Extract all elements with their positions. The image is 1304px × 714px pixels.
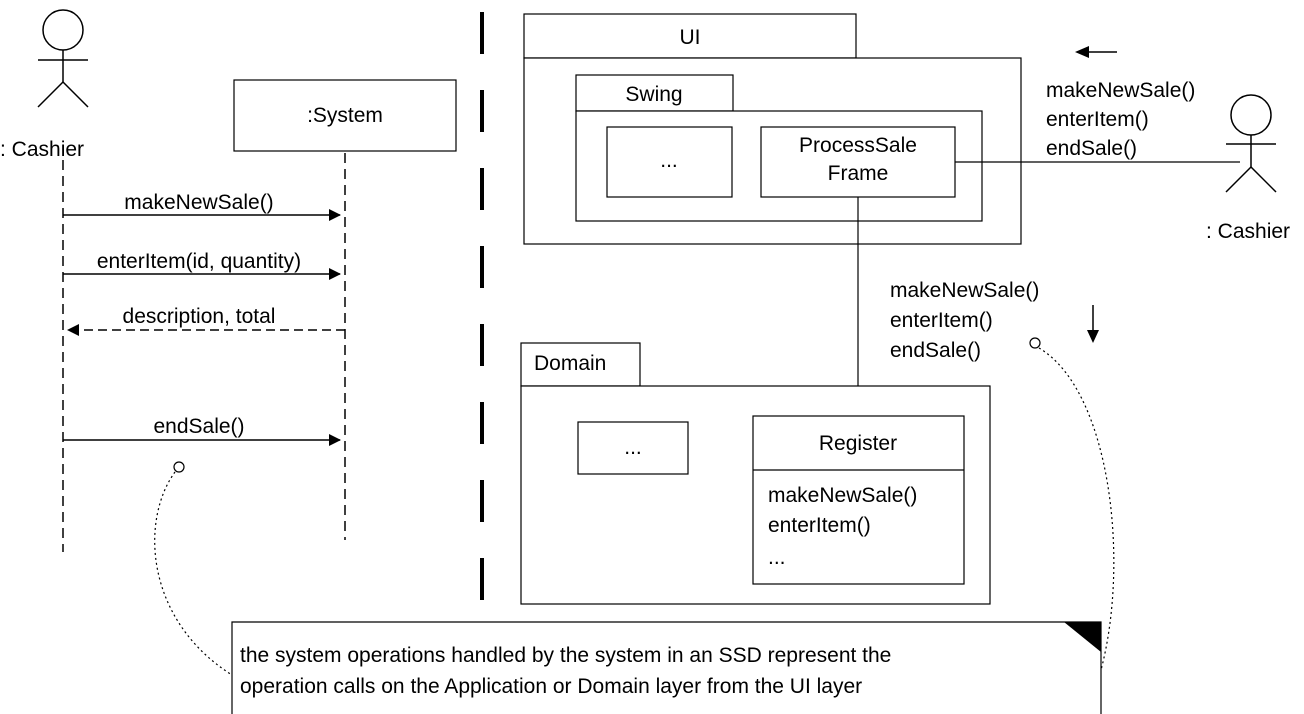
msg-make-new-sale-label: makeNewSale() (124, 191, 273, 214)
ui-package-label: UI (680, 26, 701, 49)
right-op-3: endSale() (1046, 137, 1137, 160)
cashier-actor-label: : Cashier (0, 138, 84, 161)
domain-package: Domain ... Register makeNewSale() enterI… (520, 342, 991, 605)
note-connector-left (154, 471, 233, 676)
domain-placeholder-label: ... (624, 436, 642, 459)
swing-package-label: Swing (625, 83, 682, 106)
system-box (233, 79, 457, 152)
register-class-title: Register (819, 432, 897, 455)
arrow-down-icon (1087, 305, 1099, 343)
note-fold-corner-icon (1064, 622, 1101, 652)
register-op-3: ... (768, 546, 786, 569)
ssd: : Cashier :System makeNewSale() enterIte… (0, 9, 457, 552)
ui-domain-op-1: makeNewSale() (890, 279, 1039, 302)
ui-domain-op-3: endSale() (890, 339, 981, 362)
msg-enter-item-label: enterItem(id, quantity) (97, 250, 301, 273)
register-op-2: enterItem() (768, 514, 871, 537)
note: the system operations handled by the sys… (231, 621, 1102, 714)
arrow-left-icon (1075, 46, 1117, 58)
ops-note-anchor (1029, 337, 1041, 349)
swing-package-tab (575, 74, 734, 112)
domain-package-tab (520, 342, 641, 387)
swing-placeholder-box (606, 126, 733, 198)
note-line-1: the system operations handled by the sys… (240, 644, 891, 667)
swing-placeholder-label: ... (660, 149, 678, 172)
note-connector-right (1038, 347, 1115, 671)
register-op-1: makeNewSale() (768, 484, 917, 507)
right-op-2: enterItem() (1046, 108, 1149, 131)
right-cashier-label: : Cashier (1206, 220, 1290, 243)
register-class-box (752, 415, 965, 585)
right-cashier-actor-icon (1225, 94, 1277, 193)
msg-return-label: description, total (123, 305, 276, 328)
ssd-note-anchor (173, 461, 185, 473)
ui-package-tab (523, 13, 857, 59)
note-border (231, 621, 1102, 714)
process-sale-frame-line1: ProcessSale (799, 134, 917, 157)
right-op-1: makeNewSale() (1046, 79, 1195, 102)
domain-placeholder-box (577, 421, 689, 475)
ui-domain-op-2: enterItem() (890, 309, 993, 332)
process-sale-frame-line2: Frame (828, 162, 889, 185)
domain-package-label: Domain (534, 352, 606, 375)
ui-package: UI Swing ... ProcessSale Frame (523, 13, 1022, 245)
cashier-actor-icon (37, 9, 89, 108)
msg-end-sale-label: endSale() (153, 415, 244, 438)
note-line-2: operation calls on the Application or Do… (240, 675, 862, 698)
system-box-label: :System (307, 104, 383, 127)
